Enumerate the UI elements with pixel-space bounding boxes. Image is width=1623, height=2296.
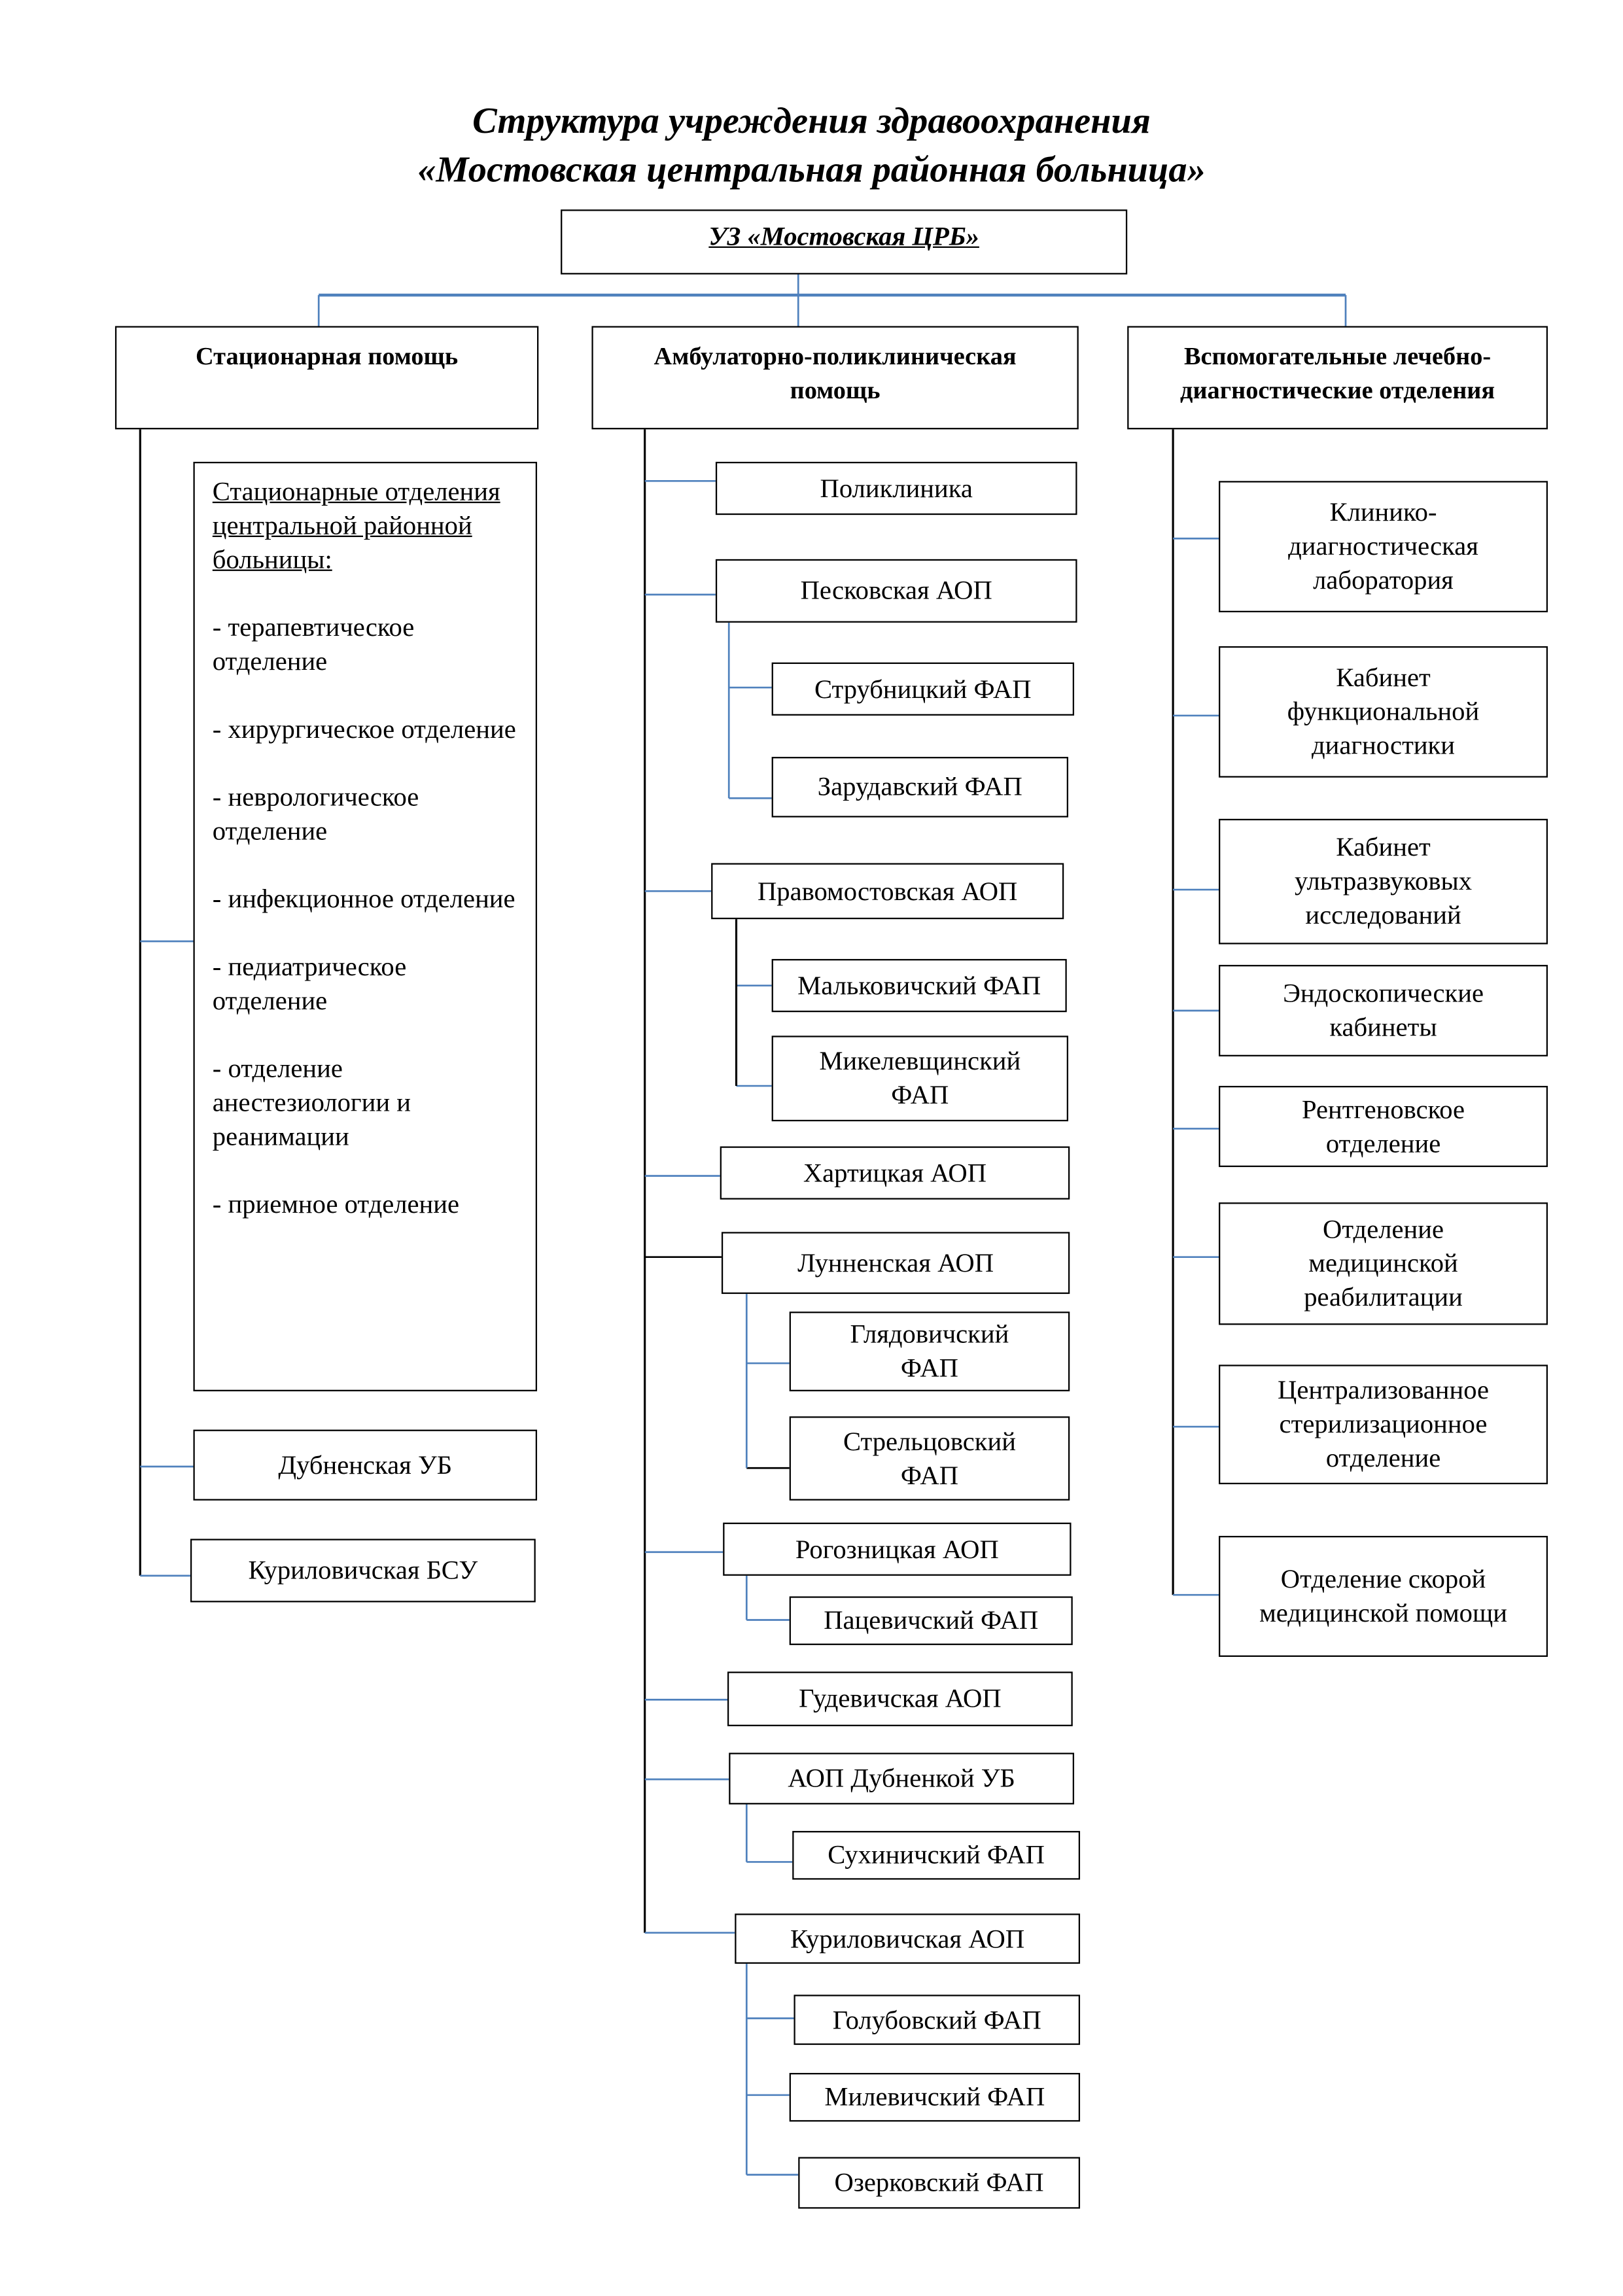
box-label: Лунненская АОП	[797, 1247, 994, 1278]
ambulatory-unit-box: Гудевичская АОП	[727, 1671, 1073, 1726]
ambulatory-unit-box: Песковская АОП	[715, 559, 1077, 623]
box-label: Милевичский ФАП	[824, 2081, 1045, 2112]
box-label: Зарудавский ФАП	[817, 771, 1022, 801]
box-label: Голубовский ФАП	[832, 2004, 1041, 2034]
column-ambulatory: Амбулаторно-поликлиническая помощь	[591, 326, 1079, 430]
ambulatory-unit-box: Сухиничский ФАП	[792, 1831, 1081, 1880]
box-label: Кабинет ультразвуковых исследований	[1294, 832, 1473, 930]
box-label: Гудевичская АОП	[799, 1683, 1002, 1713]
stationary-unit-box: Куриловичская БСУ	[190, 1539, 536, 1603]
root-label: УЗ «Мостовская ЦРБ»	[708, 221, 979, 251]
ambulatory-unit-box: Милевичский ФАП	[789, 2072, 1081, 2122]
ambulatory-unit-box: Хартицкая АОП	[720, 1146, 1070, 1200]
ambulatory-unit-box: Лунненская АОП	[721, 1232, 1070, 1295]
stationary-departments-box: Стационарные отделения центральной район…	[193, 461, 538, 1391]
root-box: УЗ «Мостовская ЦРБ»	[561, 209, 1128, 275]
column-label: Стационарная помощь	[195, 342, 459, 371]
ambulatory-unit-box: Куриловичская АОП	[735, 1913, 1081, 1964]
ambulatory-unit-box: Микелевщинский ФАП	[771, 1035, 1068, 1122]
ambulatory-unit-box: Озерковский ФАП	[798, 2157, 1081, 2209]
ambulatory-unit-box: Струбницкий ФАП	[771, 662, 1075, 716]
ambulatory-unit-box: Правомостовская АОП	[711, 863, 1064, 920]
auxiliary-unit-box: Отделение медицинской реабилитации	[1219, 1202, 1548, 1325]
auxiliary-unit-box: Кабинет функциональной диагностики	[1219, 646, 1548, 778]
department-item: - отделение анестезиологии и реанимации	[212, 1053, 411, 1151]
auxiliary-unit-box: Рентгеновское отделение	[1219, 1086, 1548, 1168]
box-label: Кабинет функциональной диагностики	[1287, 662, 1480, 760]
department-item: - хирургическое отделение	[212, 714, 516, 744]
box-label: Песковская АОП	[800, 575, 992, 605]
department-item: - терапевтическое отделение	[212, 612, 415, 676]
column-label: Вспомогательные лечебно- диагностические…	[1180, 342, 1495, 405]
box-label: Глядовичский ФАП	[850, 1319, 1009, 1383]
ambulatory-unit-box: Стрельцовский ФАП	[789, 1416, 1070, 1501]
ambulatory-unit-box: Поликлиника	[715, 461, 1077, 515]
ambulatory-unit-box: Голубовский ФАП	[794, 1994, 1081, 2045]
department-item: - неврологическое отделение	[212, 782, 419, 846]
auxiliary-unit-box: Централизованное стерилизационное отделе…	[1219, 1365, 1548, 1485]
auxiliary-unit-box: Кабинет ультразвуковых исследований	[1219, 818, 1548, 945]
column-label: Амбулаторно-поликлиническая помощь	[654, 342, 1017, 405]
chart-title: Структура учреждения здравоохранения «Мо…	[0, 97, 1623, 195]
box-label: Централизованное стерилизационное отделе…	[1278, 1375, 1490, 1472]
box-label: Куриловичская БСУ	[248, 1555, 478, 1585]
ambulatory-unit-box: Рогозницкая АОП	[723, 1522, 1072, 1576]
stationary-header: Стационарные отделения центральной район…	[212, 476, 500, 574]
auxiliary-unit-box: Эндоскопические кабинеты	[1219, 965, 1548, 1056]
auxiliary-unit-box: Отделение скорой медицинской помощи	[1219, 1535, 1548, 1657]
ambulatory-unit-box: АОП Дубненкой УБ	[729, 1752, 1075, 1805]
box-label: Сухиничский ФАП	[828, 1839, 1045, 1870]
box-label: Дубненская УБ	[278, 1450, 453, 1480]
auxiliary-unit-box: Клинико- диагностическая лаборатория	[1219, 481, 1548, 613]
box-label: Правомостовская АОП	[757, 875, 1018, 905]
box-label: Стрельцовский ФАП	[843, 1425, 1016, 1489]
column-stationary: Стационарная помощь	[114, 326, 539, 430]
box-label: Озерковский ФАП	[834, 2167, 1044, 2197]
box-label: Куриловичская АОП	[790, 1923, 1025, 1953]
box-label: Микелевщинский ФАП	[819, 1046, 1021, 1110]
box-label: Отделение медицинской реабилитации	[1304, 1214, 1463, 1312]
ambulatory-unit-box: Мальковичский ФАП	[771, 959, 1067, 1013]
box-label: Струбницкий ФАП	[814, 673, 1032, 703]
box-label: Отделение скорой медицинской помощи	[1259, 1563, 1507, 1627]
column-auxiliary: Вспомогательные лечебно- диагностические…	[1127, 326, 1548, 430]
box-label: АОП Дубненкой УБ	[788, 1763, 1015, 1793]
box-label: Эндоскопические кабинеты	[1283, 978, 1484, 1042]
box-label: Мальковичский ФАП	[797, 969, 1041, 1000]
box-label: Клинико- диагностическая лаборатория	[1288, 497, 1478, 595]
ambulatory-unit-box: Глядовичский ФАП	[789, 1312, 1070, 1391]
box-label: Рентгеновское отделение	[1301, 1094, 1465, 1158]
box-label: Пацевичский ФАП	[824, 1605, 1039, 1635]
ambulatory-unit-box: Зарудавский ФАП	[771, 757, 1068, 818]
department-item: - инфекционное отделение	[212, 884, 515, 914]
department-item: - приемное отделение	[212, 1189, 460, 1219]
box-label: Рогозницкая АОП	[795, 1533, 999, 1563]
ambulatory-unit-box: Пацевичский ФАП	[789, 1596, 1073, 1645]
stationary-unit-box: Дубненская УБ	[193, 1429, 538, 1501]
box-label: Хартицкая АОП	[803, 1157, 987, 1187]
department-item: - педиатрическое отделение	[212, 951, 407, 1015]
title-line-1: Структура учреждения здравоохранения	[472, 101, 1151, 142]
box-label: Поликлиника	[820, 472, 973, 502]
title-line-2: «Мостовская центральная районная больниц…	[417, 150, 1206, 190]
